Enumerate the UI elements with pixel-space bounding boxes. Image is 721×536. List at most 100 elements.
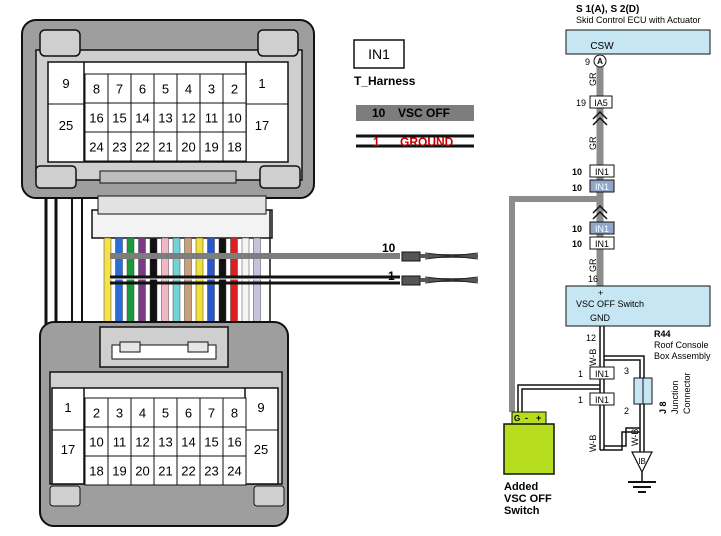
bottom-connector-pin-1: 1 [64,400,71,415]
bottom-connector-pin-17: 17 [61,442,75,457]
ecu-title: S 1(A), S 2(D) [576,4,639,15]
added-switch-plus: + [536,413,541,423]
harness-wire [184,237,192,325]
harness-wires [44,195,273,325]
top-connector-pin-22: 22 [135,140,149,155]
bottom-connector-pin-6: 6 [185,406,192,421]
harness-wire [195,237,204,325]
bottom-connector-pin-5: 5 [162,406,169,421]
c2-pin-bottom: 10 [572,239,582,249]
top-connector-pin-17: 17 [255,118,269,133]
harness-wire [161,237,169,325]
r44-name-2: Box Assembly [654,351,711,361]
bottom-connector-pin-10: 10 [89,435,103,450]
ground-ib: IB [638,457,646,466]
c1-label-bottom: IN1 [595,182,609,192]
ia5-label: IA5 [594,98,608,108]
added-switch-label-1: Added [504,481,538,493]
harness-wire [103,237,112,325]
c3-pin-top: 1 [578,369,583,379]
top-connector-pin-14: 14 [135,111,149,126]
top-connector-pin-10: 10 [227,111,241,126]
junction-pin-2: 2 [624,406,629,416]
bottom-connector-pin-24: 24 [227,464,241,479]
harness-wire [230,237,238,325]
bottom-connector-pin-21: 21 [158,464,172,479]
top-connector-pin-18: 18 [227,140,241,155]
bottom-connector-pin-15: 15 [204,435,218,450]
top-connector-pin-12: 12 [181,111,195,126]
top-connector-pin-1: 1 [258,76,265,91]
top-connector-pin-5: 5 [162,82,169,97]
wire-gr-1: GR [588,72,598,86]
harness-wire [115,237,123,325]
top-connector-pin-9: 9 [62,76,69,91]
added-switch-g: G [514,414,520,423]
pin-19: 19 [576,98,586,108]
schematic: S 1(A), S 2(D) Skid Control ECU with Act… [503,4,711,517]
harness-wire [172,237,181,325]
bottom-connector-pin-3: 3 [116,406,123,421]
harness-wire [126,237,135,325]
ecu-terminal-csw: CSW [590,41,614,52]
top-connector-pin-7: 7 [116,82,123,97]
bottom-connector-pin-8: 8 [231,406,238,421]
c1-label-top: IN1 [595,167,609,177]
harness-wire [218,237,227,325]
bottom-connector-pin-19: 19 [112,464,126,479]
legend-wire2-pin: 1 [373,135,380,149]
c1-pin-top: 10 [572,167,582,177]
legend: IN1 T_Harness 10 VSC OFF 1 GROUND [353,39,474,149]
pin-16: 16 [588,274,598,284]
bottom-connector-pin-12: 12 [135,435,149,450]
top-connector-pin-25: 25 [59,118,73,133]
tap-wire-10-label: 10 [382,241,396,255]
top-connector-pin-11: 11 [205,111,219,126]
top-connector-pin-19: 19 [204,140,218,155]
top-connector-pin-3: 3 [208,82,215,97]
wire-gr-2: GR [588,136,598,150]
tapped-wires: 10 1 [110,241,479,286]
top-connector-pin-23: 23 [112,140,126,155]
added-vsc-off-switch: G - + Added VSC OFF Switch [503,411,555,517]
legend-wire1-pin: 10 [372,106,386,120]
top-connector-cell-18 [222,131,247,162]
wire-wb-3: W-B [630,429,640,446]
harness-wire [253,237,261,325]
top-connector-pin-2: 2 [231,82,238,97]
junction-pin-3: 3 [624,366,629,376]
c2-pin-top: 10 [572,224,582,234]
c2-label-bottom: IN1 [595,239,609,249]
legend-harness-name: T_Harness [354,74,416,88]
c3-label-top: IN1 [595,369,609,379]
top-connector-pin-15: 15 [112,111,126,126]
bottom-connector-pin-20: 20 [135,464,149,479]
ecu-subtitle: Skid Control ECU with Actuator [576,15,701,25]
switch-plus: + [598,288,603,298]
bottom-connector-pin-18: 18 [89,464,103,479]
legend-wire1-text: VSC OFF [398,106,450,120]
bottom-connector-pin-2: 2 [93,406,100,421]
added-switch-label-3: Switch [504,505,540,517]
legend-connector-label: IN1 [368,46,390,62]
harness-wire [138,237,146,325]
bottom-connector-pin-25: 25 [254,442,268,457]
terminal-10 [401,251,479,262]
gnd-label: GND [590,313,611,323]
bottom-connector-pin-9: 9 [257,400,264,415]
pin-12: 12 [586,333,596,343]
top-connector-pin-4: 4 [185,82,192,97]
junction-name-2: Connector [682,372,692,414]
bottom-connector-pin-16: 16 [227,435,241,450]
wire-wb-2: W-B [588,435,598,452]
wire-wb-1: W-B [588,349,598,366]
top-connector-pin-21: 21 [158,140,172,155]
harness-wire [241,237,250,325]
c2-label-top: IN1 [595,224,609,234]
wire-gr-3: GR [588,258,598,272]
harness-wire [149,237,158,325]
terminal-1 [401,275,479,286]
harness-wire [207,237,215,325]
